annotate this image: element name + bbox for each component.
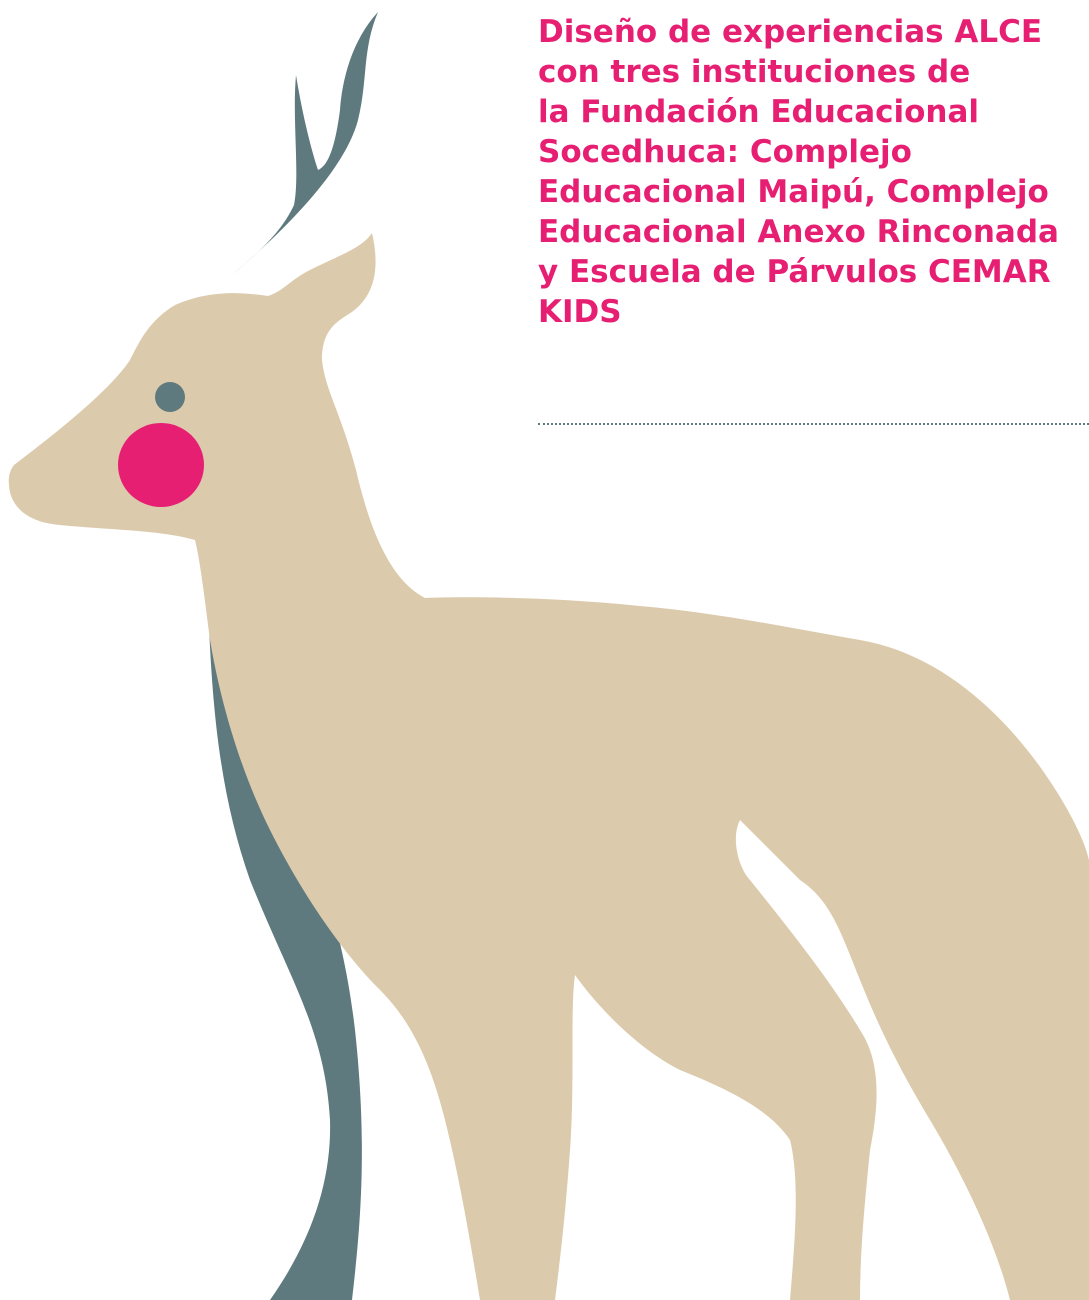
title-line: Educacional Maipú, Complejo xyxy=(538,174,1049,210)
deer-body xyxy=(8,233,1089,1300)
title-line: la Fundación Educacional xyxy=(538,94,980,130)
title-line: Diseño de experiencias ALCE xyxy=(538,14,1043,50)
title-line: con tres instituciones de xyxy=(538,54,971,90)
deer-cheek-icon xyxy=(118,423,204,507)
antler-icon xyxy=(232,12,378,275)
title-line: y Escuela de Párvulos CEMAR xyxy=(538,254,1051,290)
title-line: Socedhuca: Complejo xyxy=(538,134,912,170)
dotted-divider xyxy=(538,423,1089,425)
title-line: KIDS xyxy=(538,294,622,330)
title-line: Educacional Anexo Rinconada xyxy=(538,214,1059,250)
deer-eye-icon xyxy=(155,382,185,412)
page-title: Diseño de experiencias ALCE con tres ins… xyxy=(538,12,1086,332)
